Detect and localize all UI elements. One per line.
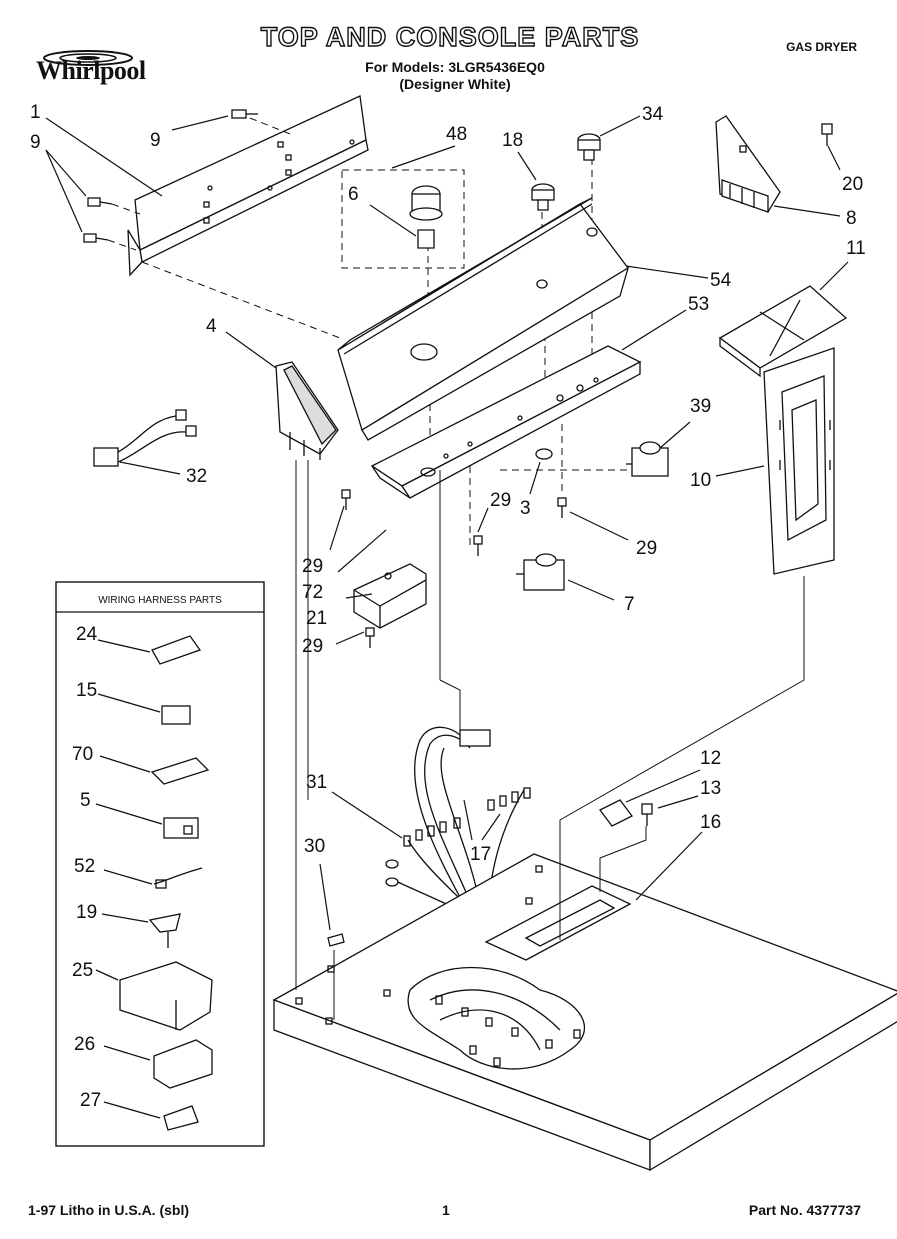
wire-harness-32 <box>93 409 197 467</box>
leader-lines <box>45 115 849 931</box>
control-channel-53 <box>370 345 642 499</box>
screw-13 <box>641 803 653 826</box>
frame-10 <box>763 347 835 575</box>
label-part-26: 26 <box>74 1034 95 1055</box>
product-type: GAS DRYER <box>786 40 857 54</box>
label-part-25: 25 <box>72 960 93 981</box>
model-color: (Designer White) <box>399 76 511 92</box>
top-16 <box>272 853 897 1172</box>
label-part-19: 19 <box>76 902 97 923</box>
label-part-6: 6 <box>348 184 359 205</box>
screws-29 <box>341 489 567 648</box>
label-part-9-left: 9 <box>30 132 41 153</box>
brand-logo: Whirlpool <box>28 48 178 96</box>
label-part-18: 18 <box>502 130 523 151</box>
brand-name: Whirlpool <box>36 56 146 85</box>
label-part-29-right: 29 <box>636 538 657 559</box>
timer-21 <box>353 563 427 629</box>
screw-9-left-b <box>83 233 109 243</box>
switch-7 <box>516 553 565 591</box>
part-number: Part No. 4377737 <box>748 1202 861 1218</box>
screw-20 <box>821 123 833 146</box>
label-part-17: 17 <box>470 844 491 865</box>
label-part-29-left: 29 <box>302 556 323 577</box>
label-part-27: 27 <box>80 1090 101 1111</box>
label-part-5: 5 <box>80 790 91 811</box>
console-54 <box>337 197 630 441</box>
label-part-52: 52 <box>74 856 95 877</box>
label-part-21: 21 <box>306 608 327 629</box>
clip-12 <box>599 799 633 827</box>
label-part-20: 20 <box>842 174 863 195</box>
rear-panel <box>127 95 369 277</box>
screw-9-left-a <box>87 197 113 207</box>
label-part-9-top: 9 <box>150 130 161 151</box>
label-part-4: 4 <box>206 316 217 337</box>
clip-3 <box>535 448 553 460</box>
label-part-10: 10 <box>690 470 711 491</box>
label-part-32: 32 <box>186 466 207 487</box>
knob-assembly <box>409 185 443 249</box>
label-part-70: 70 <box>72 744 93 765</box>
label-part-11: 11 <box>846 238 866 259</box>
page-number: 1 <box>442 1202 450 1218</box>
screw-9-top <box>231 109 258 119</box>
end-cap-4 <box>275 361 339 460</box>
vertical-guides <box>295 460 805 1020</box>
label-part-29-timer: 29 <box>302 636 323 657</box>
label-part-24: 24 <box>76 624 98 645</box>
label-part-15: 15 <box>76 680 97 701</box>
label-part-48: 48 <box>446 124 467 145</box>
label-part-7: 7 <box>624 594 635 615</box>
label-part-16: 16 <box>700 812 721 833</box>
wiring-box-title: WIRING HARNESS PARTS <box>98 595 222 606</box>
label-part-39: 39 <box>690 396 711 417</box>
label-part-34: 34 <box>642 104 664 125</box>
label-part-53: 53 <box>688 294 709 315</box>
door-panel-11 <box>718 285 848 378</box>
knob-18 <box>531 183 555 211</box>
label-part-72: 72 <box>302 582 323 603</box>
label-part-1: 1 <box>30 102 41 123</box>
page-title: TOP AND CONSOLE PARTS <box>260 21 640 52</box>
label-part-3: 3 <box>520 498 531 519</box>
end-cap-8 <box>715 115 781 213</box>
label-part-54: 54 <box>710 270 732 291</box>
switch-39 <box>626 441 669 477</box>
wiring-harness-box <box>55 581 265 1147</box>
model-number: For Models: 3LGR5436EQ0 <box>365 59 545 75</box>
label-part-30: 30 <box>304 836 325 857</box>
label-part-13: 13 <box>700 778 721 799</box>
clip-30 <box>327 933 345 947</box>
label-part-31: 31 <box>306 772 327 793</box>
label-part-29-center: 29 <box>490 490 511 511</box>
label-part-12: 12 <box>700 748 721 769</box>
label-part-8: 8 <box>846 208 857 229</box>
whirlpool-swirl-icon <box>43 50 133 66</box>
knob-34 <box>577 133 601 161</box>
print-info: 1-97 Litho in U.S.A. (sbl) <box>28 1202 190 1218</box>
